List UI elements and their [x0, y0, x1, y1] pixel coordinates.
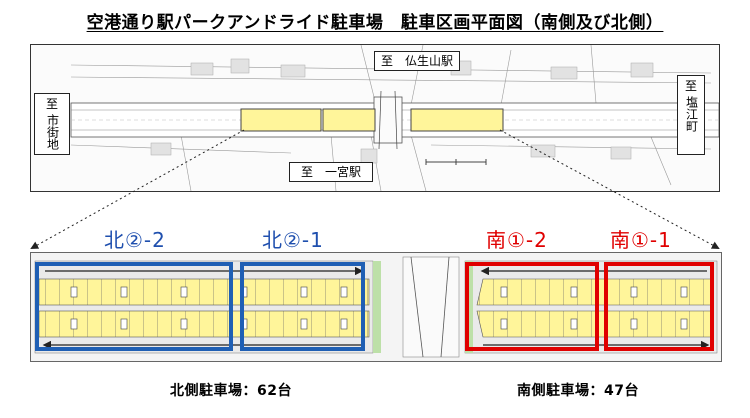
zone-label-south-1-2: 南①-2: [486, 228, 548, 252]
zone-frame-south-1-1: [604, 262, 714, 351]
overview-map: 至 仏生山駅 至 一宮駅 至 市街地 至 塩江町: [30, 44, 720, 192]
to-shionoecho-name: 塩江町: [684, 96, 699, 132]
to-shigaichi-label: 至 市街地: [34, 93, 70, 155]
to-ichinomiya-label: 至 一宮駅: [289, 162, 373, 182]
overview-north-lot-1: [322, 108, 376, 132]
to-butsushoyama-label: 至 仏生山駅: [374, 51, 460, 71]
detail-plan: [30, 252, 722, 362]
zone-frame-south-1-2: [465, 262, 599, 351]
overview-north-lot-2: [240, 108, 322, 132]
to-shigaichi-name: 市街地: [45, 114, 60, 150]
to-shigaichi-prefix: 至: [45, 97, 58, 111]
zone-frame-north-2-2: [35, 262, 233, 351]
to-shionoecho-label: 至 塩江町: [677, 75, 705, 155]
overview-south-lot: [410, 108, 504, 132]
page-title: 空港通り駅パークアンドライド駐車場 駐車区画平面図（南側及び北側）: [86, 13, 664, 33]
zone-frame-north-2-1: [240, 262, 365, 351]
north-parking-count: 北側駐車場：62台: [170, 383, 292, 399]
south-parking-count: 南側駐車場：47台: [517, 383, 639, 399]
zone-label-south-1-1: 南①-1: [610, 228, 672, 252]
zone-label-north-2-1: 北②-1: [262, 228, 324, 252]
to-shionoecho-prefix: 至: [684, 79, 697, 93]
detail-plan-drawing: [34, 256, 718, 358]
zone-label-north-2-2: 北②-2: [104, 228, 166, 252]
